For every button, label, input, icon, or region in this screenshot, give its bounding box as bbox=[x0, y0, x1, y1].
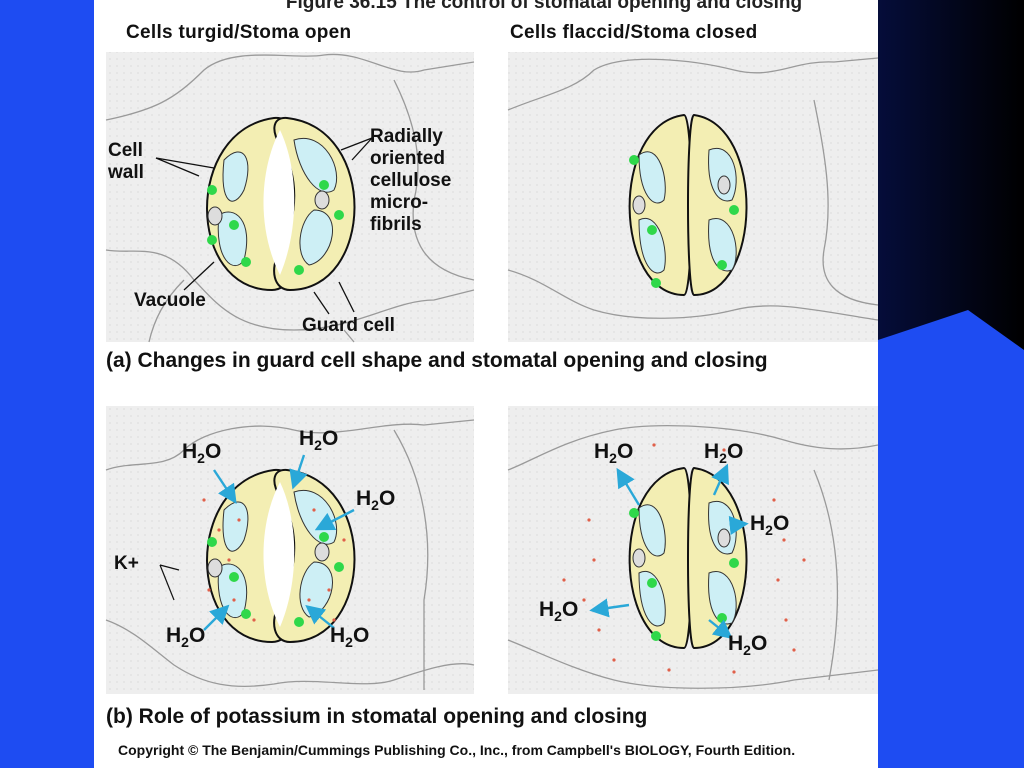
heading-flaccid: Cells flaccid/Stoma closed bbox=[510, 22, 758, 43]
h2o-label: H2O bbox=[594, 440, 634, 467]
label-guard-cell: Guard cell bbox=[302, 315, 395, 336]
h2o-arrow bbox=[728, 515, 749, 535]
label-cell-wall: Cell wall bbox=[108, 140, 144, 183]
caption-b: (b) Role of potassium in stomatal openin… bbox=[106, 705, 648, 728]
copyright-text: Copyright © The Benjamin/Cummings Publis… bbox=[118, 742, 796, 758]
h2o-label: H2O bbox=[356, 487, 396, 514]
figure-panel: Figure 36.15 The control of stomatal ope… bbox=[94, 0, 878, 768]
h2o-arrow bbox=[711, 463, 729, 496]
stomata-illustration bbox=[105, 52, 878, 694]
h2o-label: H2O bbox=[182, 440, 222, 467]
h2o-label: H2O bbox=[728, 632, 768, 659]
h2o-arrow bbox=[289, 454, 308, 490]
h2o-arrow bbox=[203, 604, 230, 631]
h2o-label: H2O bbox=[166, 624, 206, 651]
h2o-arrow bbox=[708, 619, 733, 639]
h2o-label: H2O bbox=[299, 427, 339, 454]
h2o-arrow bbox=[616, 467, 641, 506]
h2o-arrow bbox=[314, 508, 355, 531]
h2o-label: H2O bbox=[750, 512, 790, 539]
slide-background-left bbox=[0, 0, 94, 768]
h2o-label: H2O bbox=[539, 598, 579, 625]
guard-cells-open-a bbox=[206, 116, 356, 292]
guard-cells-closed-a bbox=[628, 113, 748, 297]
h2o-arrow bbox=[305, 605, 335, 629]
h2o-label: H2O bbox=[704, 440, 744, 467]
h2o-label: H2O bbox=[330, 624, 370, 651]
slide-decoration-shape bbox=[878, 310, 1024, 768]
heading-turgid: Cells turgid/Stoma open bbox=[126, 22, 352, 43]
h2o-arrow bbox=[589, 598, 630, 618]
guard-cells-closed-b bbox=[562, 443, 806, 674]
label-k-plus: K+ bbox=[114, 553, 139, 574]
label-radially-oriented-microfibrils: Radially oriented cellulose micro- fibri… bbox=[370, 126, 452, 235]
label-vacuole: Vacuole bbox=[134, 290, 206, 311]
figure-title: Figure 36.15 The control of stomatal ope… bbox=[285, 0, 803, 13]
h2o-arrow bbox=[213, 469, 237, 504]
caption-a: (a) Changes in guard cell shape and stom… bbox=[106, 349, 768, 372]
